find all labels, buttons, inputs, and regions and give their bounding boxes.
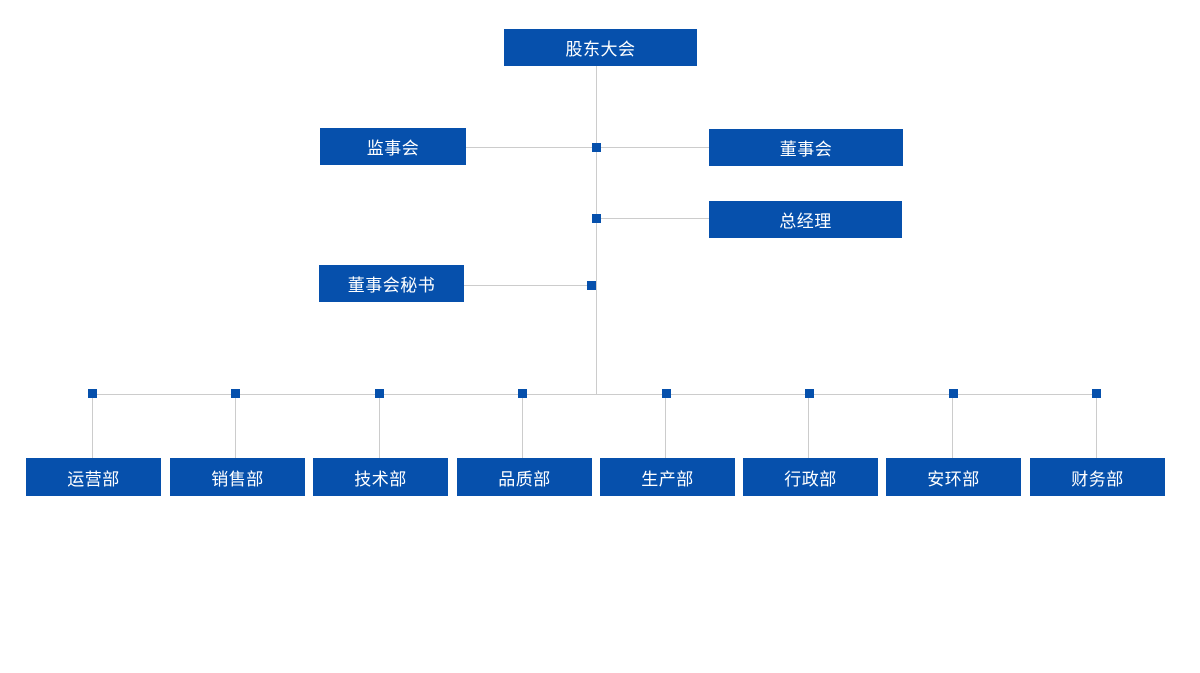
drop-line-dept-7 — [952, 394, 953, 458]
node-general-manager: 总经理 — [709, 201, 902, 238]
drop-line-dept-8 — [1096, 394, 1097, 458]
node-department: 生产部 — [600, 458, 735, 496]
junction-dept-5 — [662, 389, 671, 398]
connector-supervisory — [466, 147, 596, 148]
node-board-secretary: 董事会秘书 — [319, 265, 464, 302]
drop-line-dept-6 — [808, 394, 809, 458]
connector-general-manager — [597, 218, 709, 219]
node-shareholders-meeting: 股东大会 — [504, 29, 697, 66]
node-department: 行政部 — [743, 458, 878, 496]
junction-dept-2 — [231, 389, 240, 398]
junction-dept-3 — [375, 389, 384, 398]
node-department: 财务部 — [1030, 458, 1165, 496]
junction-dept-6 — [805, 389, 814, 398]
drop-line-dept-3 — [379, 394, 380, 458]
node-department: 技术部 — [313, 458, 448, 496]
connector-board-secretary — [464, 285, 596, 286]
department-bus-line — [92, 394, 1097, 395]
trunk-line — [596, 66, 597, 394]
drop-line-dept-4 — [522, 394, 523, 458]
node-department: 品质部 — [457, 458, 592, 496]
node-board-of-directors: 董事会 — [709, 129, 903, 166]
junction-dept-8 — [1092, 389, 1101, 398]
drop-line-dept-2 — [235, 394, 236, 458]
junction-board-secretary — [587, 281, 596, 290]
junction-general-manager — [592, 214, 601, 223]
node-department: 销售部 — [170, 458, 305, 496]
drop-line-dept-1 — [92, 394, 93, 458]
drop-line-dept-5 — [665, 394, 666, 458]
junction-board — [592, 143, 601, 152]
junction-dept-1 — [88, 389, 97, 398]
node-supervisory-board: 监事会 — [320, 128, 466, 165]
connector-board — [597, 147, 709, 148]
junction-dept-4 — [518, 389, 527, 398]
node-department: 安环部 — [886, 458, 1021, 496]
junction-dept-7 — [949, 389, 958, 398]
node-department: 运营部 — [26, 458, 161, 496]
